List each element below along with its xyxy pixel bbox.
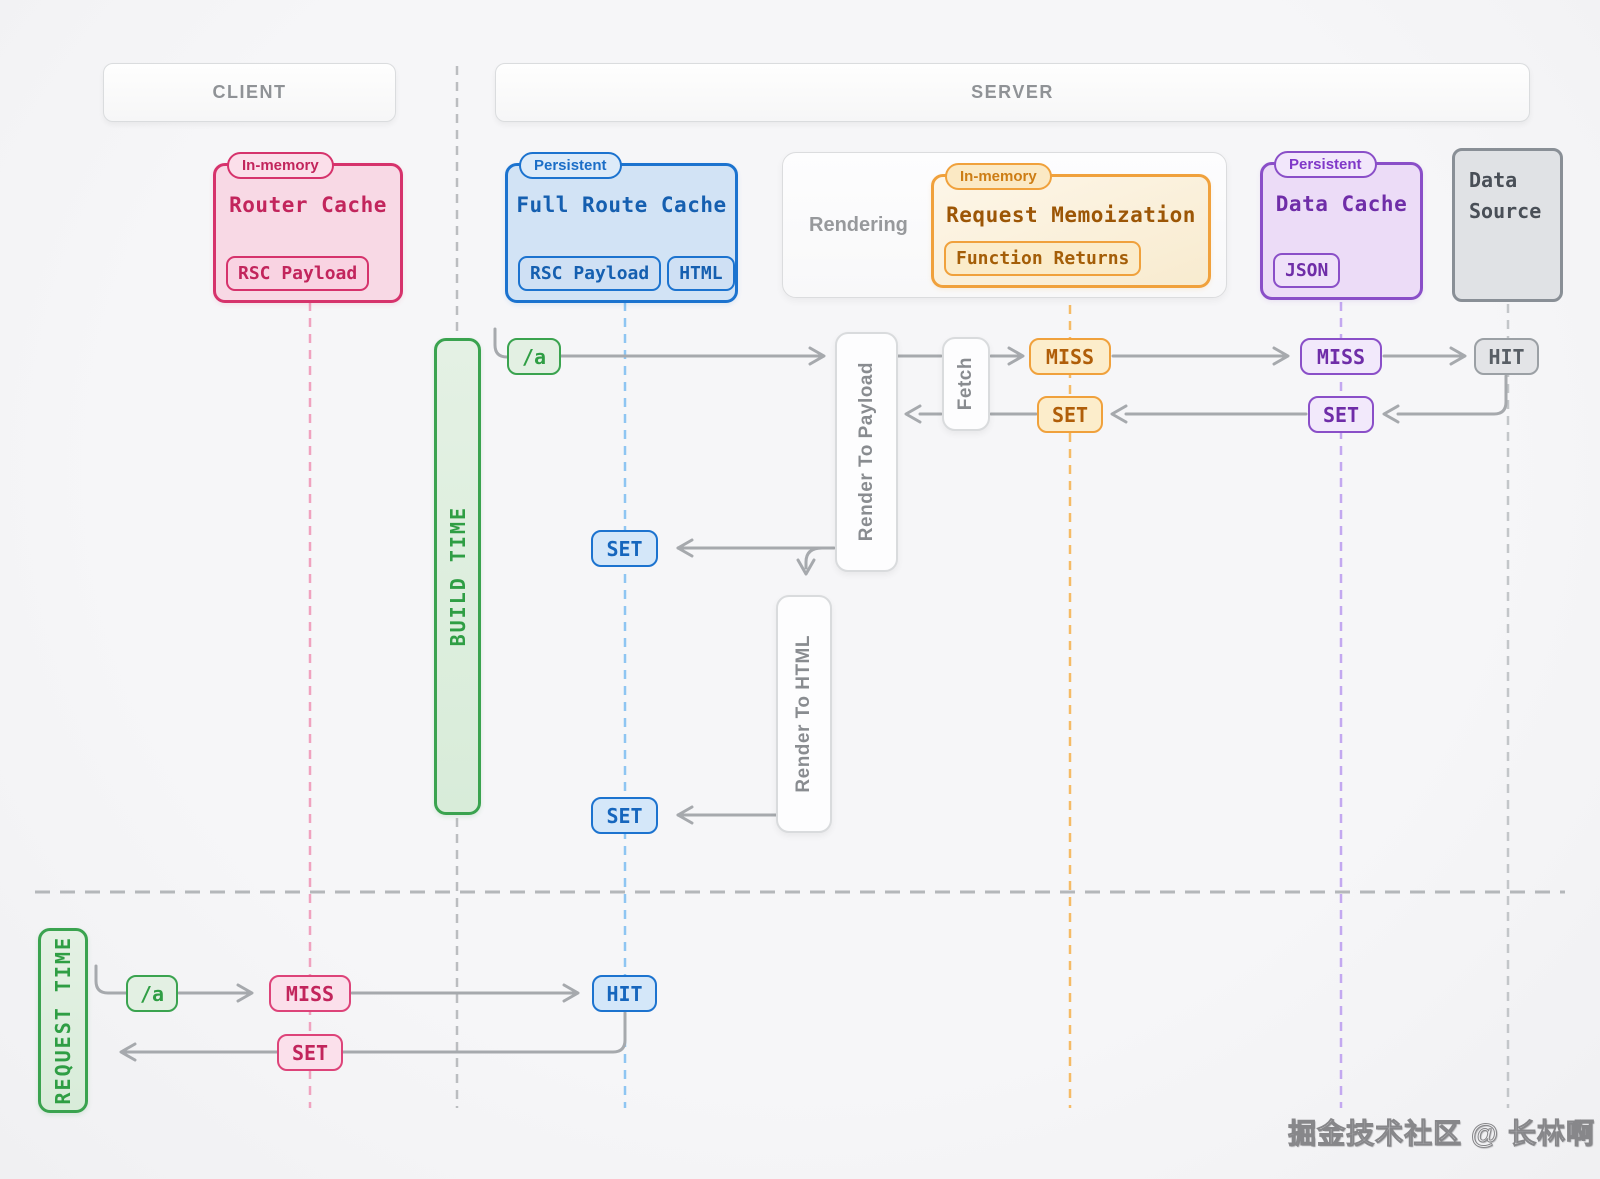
data-source-hit-chip: HIT <box>1474 338 1539 375</box>
json-chip: JSON <box>1273 253 1341 288</box>
request-memoization-title: Request Memoization <box>946 203 1196 227</box>
full-route-hit-chip: HIT <box>592 975 657 1012</box>
fetch-label: Fetch <box>955 357 976 411</box>
fetch-box: Fetch <box>942 337 990 431</box>
request-memoization-box: In-memory Request Memoization Function R… <box>931 163 1211 288</box>
data-cache-badge-label: Persistent <box>1289 156 1362 173</box>
request-time-label: REQUEST TIME <box>51 936 75 1105</box>
full-route-cache-box: Persistent Full Route Cache RSC Payload … <box>505 152 738 303</box>
full-route-set-payload-chip: SET <box>591 530 658 567</box>
router-cache-set-chip: SET <box>277 1034 343 1071</box>
render-to-html-box: Render To HTML <box>776 595 832 833</box>
full-route-cache-title: Full Route Cache <box>516 193 727 217</box>
render-to-payload-label: Render To Payload <box>855 362 877 542</box>
data-cache-set-chip: SET <box>1308 396 1374 433</box>
memoization-miss-chip: MISS <box>1029 338 1111 375</box>
rendering-container: Rendering In-memory Request Memoization … <box>782 152 1227 298</box>
route-a-chip-request: /a <box>126 975 178 1012</box>
router-cache-badge: In-memory <box>227 152 334 179</box>
data-cache-badge: Persistent <box>1274 151 1377 178</box>
router-cache-title: Router Cache <box>229 193 387 217</box>
data-cache-chips: JSON <box>1273 253 1341 288</box>
server-header: SERVER <box>495 63 1530 122</box>
build-time-label: BUILD TIME <box>445 506 470 647</box>
rsc-payload-chip: RSC Payload <box>518 256 662 291</box>
watermark-text: 掘金技术社区 @ 长林啊 <box>1288 1118 1595 1150</box>
data-source-box: Data Source <box>1452 148 1563 302</box>
build-time-bar: BUILD TIME <box>434 338 481 815</box>
data-source-title: Data Source <box>1455 151 1560 227</box>
client-header: CLIENT <box>103 63 396 122</box>
request-memoization-badge: In-memory <box>945 163 1052 190</box>
server-header-label: SERVER <box>971 82 1054 102</box>
client-header-label: CLIENT <box>212 82 287 102</box>
function-returns-chip: Function Returns <box>944 241 1142 276</box>
request-memoization-badge-label: In-memory <box>960 168 1037 185</box>
data-cache-miss-chip: MISS <box>1300 338 1382 375</box>
data-cache-title: Data Cache <box>1275 192 1408 216</box>
flow-arrows <box>94 327 1508 1062</box>
full-route-cache-chips: RSC Payload HTML <box>518 256 735 291</box>
route-a-chip-build: /a <box>507 338 561 375</box>
router-cache-miss-chip: MISS <box>269 975 351 1012</box>
rendering-label: Rendering <box>809 213 908 236</box>
full-route-cache-badge-label: Persistent <box>534 157 607 174</box>
render-to-html-label: Render To HTML <box>793 635 814 793</box>
html-chip: HTML <box>667 256 735 291</box>
request-memoization-chips: Function Returns <box>944 241 1142 276</box>
router-cache-badge-label: In-memory <box>242 157 319 174</box>
full-route-set-html-chip: SET <box>591 797 658 834</box>
data-source-line1: Data <box>1469 168 1518 192</box>
request-time-bar: REQUEST TIME <box>38 928 88 1113</box>
router-cache-box: In-memory Router Cache RSC Payload <box>213 152 403 303</box>
data-source-line2: Source <box>1469 199 1542 223</box>
memoization-set-chip: SET <box>1037 396 1103 433</box>
rsc-payload-chip: RSC Payload <box>226 256 370 291</box>
full-route-cache-badge: Persistent <box>519 152 622 179</box>
router-cache-chips: RSC Payload <box>226 256 370 291</box>
render-to-payload-box: Render To Payload <box>835 332 898 572</box>
data-cache-box: Persistent Data Cache JSON <box>1260 151 1423 300</box>
